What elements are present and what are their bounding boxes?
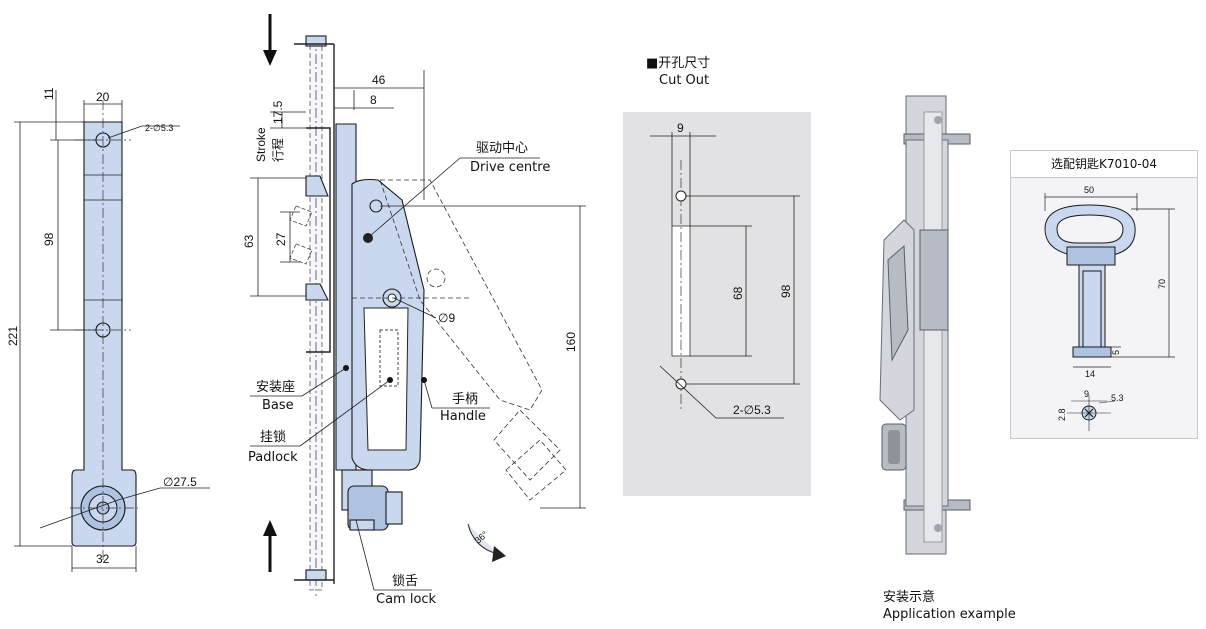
key-dim-14: 14: [1085, 369, 1095, 379]
key-dim-5-3: 5.3: [1111, 393, 1124, 403]
handle-label-en: Handle: [440, 409, 486, 424]
application-image: [879, 95, 971, 555]
dim-27-5: ∅27.5: [163, 475, 197, 489]
base-label-en: Base: [262, 398, 294, 413]
dim-27: 27: [274, 232, 288, 246]
front-view: [14, 90, 210, 572]
padlock-label-en: Padlock: [248, 450, 298, 465]
key-dim-50: 50: [1084, 185, 1094, 195]
dim-160: 160: [564, 332, 578, 352]
cutout-title-cn: ■开孔尺寸: [646, 56, 711, 71]
dim-63: 63: [242, 234, 256, 248]
optional-key-panel: 选配钥匙K7010-04 50 70 14 5 9 5.3 2.8: [1010, 150, 1198, 439]
optional-key-title: 选配钥匙K7010-04: [1011, 151, 1197, 178]
padlock-label-cn: 挂锁: [260, 430, 287, 445]
cutout-dim-2x5-3: 2-∅5.3: [733, 403, 771, 417]
dim-36-rotation: 36°: [473, 529, 490, 546]
key-drawing: 50 70 14 5 9 5.3 2.8: [1044, 185, 1175, 431]
dim-11: 11: [42, 87, 56, 100]
dim-46: 46: [372, 73, 386, 87]
stroke-label-cn: 行程: [270, 138, 285, 162]
dim-32: 32: [96, 552, 110, 566]
cutout-dim-68: 68: [731, 286, 745, 300]
key-dim-70: 70: [1157, 279, 1167, 289]
key-dim-2-8: 2.8: [1057, 408, 1067, 421]
dim-20: 20: [96, 90, 110, 104]
dim-221: 221: [6, 326, 20, 346]
drive-centre-label-cn: 驱动中心: [476, 141, 529, 156]
cutout-dim-98: 98: [779, 284, 793, 298]
stroke-label-en: Stroke: [254, 127, 268, 162]
dim-8: 8: [370, 93, 377, 107]
cutout-title-en: Cut Out: [659, 73, 710, 88]
camlock-label-cn: 锁舌: [392, 574, 419, 589]
application-title-en: Application example: [883, 607, 1016, 622]
handle-label-cn: 手柄: [452, 392, 479, 407]
cutout-view: [623, 112, 811, 496]
dim-9-hole: ∅9: [438, 311, 455, 325]
side-view: [250, 14, 586, 596]
application-title-cn: 安装示意: [883, 590, 936, 605]
key-dim-9: 9: [1084, 389, 1089, 399]
dim-17-5: 17.5: [271, 100, 285, 124]
dim-98-left: 98: [42, 232, 56, 246]
cutout-dim-9: 9: [677, 121, 684, 135]
key-dim-5: 5: [1111, 350, 1121, 355]
drive-centre-label-en: Drive centre: [470, 160, 551, 175]
dim-2x5-3-top: 2-∅5.3: [145, 123, 173, 133]
camlock-label-en: Cam lock: [376, 592, 437, 607]
base-label-cn: 安装座: [256, 380, 296, 395]
